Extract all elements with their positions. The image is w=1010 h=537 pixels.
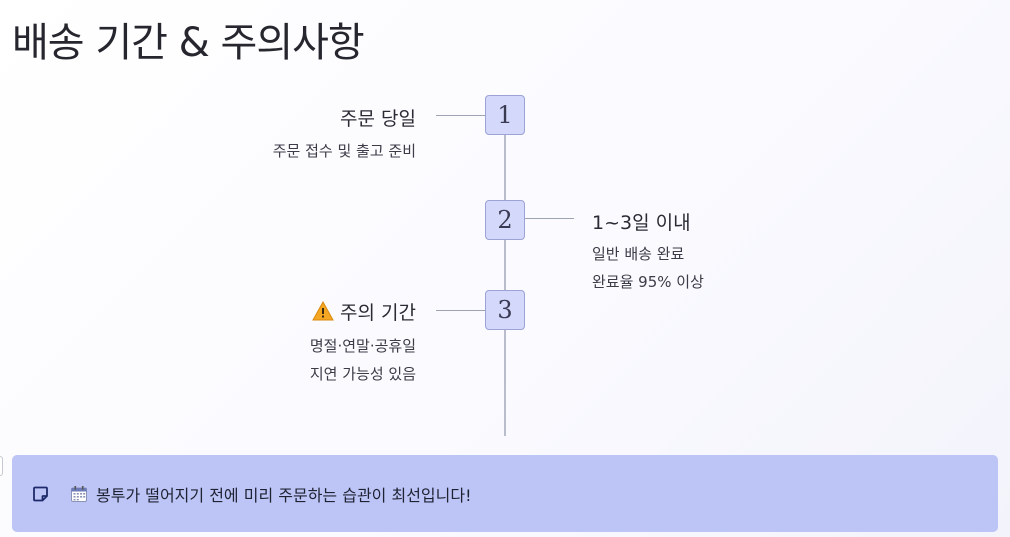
note-text: 봉투가 떨어지기 전에 미리 주문하는 습관이 최선입니다! (96, 485, 472, 505)
sticky-note-icon (33, 486, 48, 501)
step-1-title: 주문 당일 (340, 108, 416, 130)
timeline-line (504, 114, 506, 436)
note-callout: 봉투가 떨어지기 전에 미리 주문하는 습관이 최선입니다! (12, 455, 998, 532)
edge-handle[interactable] (0, 456, 3, 476)
step-3-title: 주의 기간 (340, 302, 416, 324)
step-1-desc: 주문 접수 및 출고 준비 (273, 137, 416, 165)
step-3-line-1: 명절·연말·공휴일 (309, 337, 416, 355)
connector-step-1 (436, 115, 486, 116)
step-2-line-1: 일반 배송 완료 (592, 245, 685, 263)
step-1-line-1: 주문 접수 및 출고 준비 (272, 142, 416, 160)
step-3-number: 3 (497, 296, 513, 324)
step-2-number: 2 (497, 206, 513, 234)
step-2-title: 1~3일 이내 (592, 212, 691, 234)
warning-icon (312, 301, 334, 321)
step-1-node: 1 (485, 95, 525, 135)
step-3-node: 3 (485, 290, 525, 330)
step-2-node: 2 (485, 200, 525, 240)
calendar-icon (71, 485, 87, 502)
step-3-line-2: 지연 가능성 있음 (309, 365, 416, 383)
step-3-desc: 명절·연말·공휴일 지연 가능성 있음 (310, 332, 416, 388)
step-2-desc: 일반 배송 완료 완료율 95% 이상 (592, 240, 704, 296)
connector-step-3 (436, 310, 486, 311)
step-3-title-row: 주의 기간 (312, 298, 416, 325)
page-title: 배송 기간 & 주의사항 (12, 20, 365, 66)
step-1-number: 1 (497, 101, 513, 129)
step-2-line-2: 완료율 95% 이상 (592, 273, 704, 291)
connector-step-2 (524, 218, 574, 219)
